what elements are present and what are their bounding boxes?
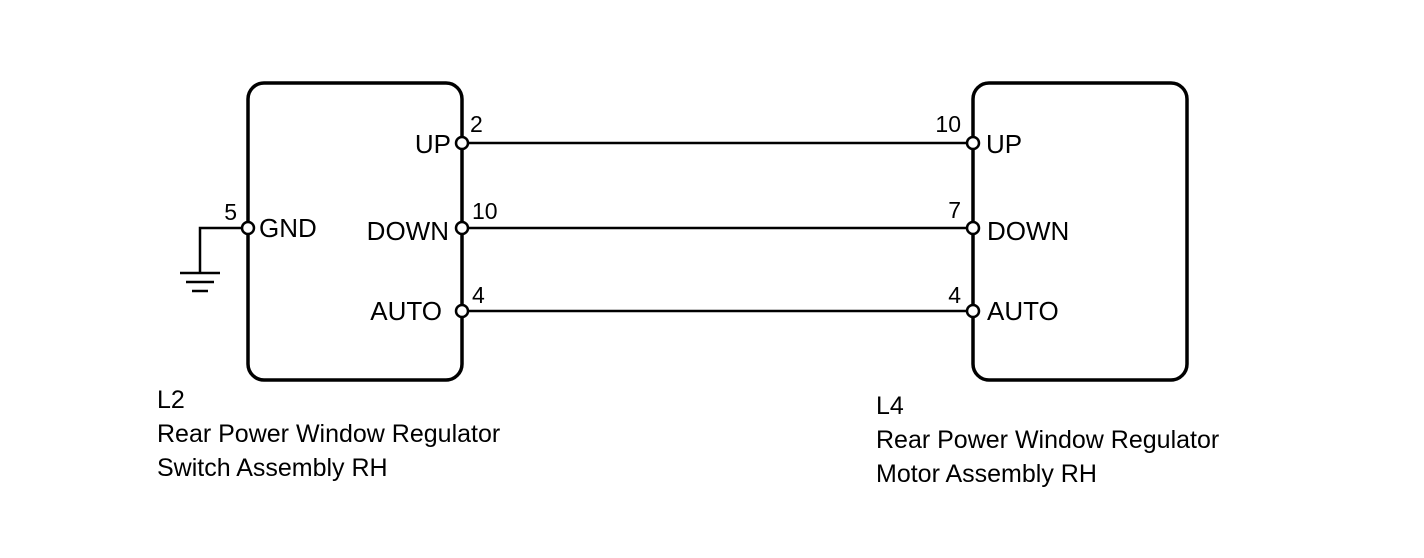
ground-icon bbox=[180, 271, 220, 293]
right-component-ref: L4 bbox=[876, 392, 904, 420]
terminal-left-down bbox=[454, 220, 470, 236]
right-component-name-line1: Rear Power Window Regulator bbox=[876, 426, 1220, 454]
left-down-pin: 10 bbox=[472, 198, 498, 224]
left-component-caption: L2 Rear Power Window Regulator Switch As… bbox=[157, 383, 500, 485]
terminal-right-auto bbox=[965, 303, 981, 319]
left-up-label: UP bbox=[415, 129, 451, 159]
left-component-name-line2: Switch Assembly RH bbox=[157, 454, 388, 482]
terminal-left-auto bbox=[454, 303, 470, 319]
right-auto-pin: 4 bbox=[948, 282, 961, 308]
left-down-label: DOWN bbox=[367, 216, 449, 246]
left-up-pin: 2 bbox=[470, 111, 483, 137]
ground-wire bbox=[198, 226, 242, 272]
left-auto-pin: 4 bbox=[472, 282, 485, 308]
right-down-pin: 7 bbox=[948, 197, 961, 223]
right-component-name-line2: Motor Assembly RH bbox=[876, 460, 1097, 488]
right-up-label: UP bbox=[986, 129, 1022, 159]
terminal-left-gnd bbox=[240, 220, 256, 236]
left-gnd-pin: 5 bbox=[224, 199, 237, 225]
left-gnd-label: GND bbox=[259, 213, 317, 243]
terminal-right-up bbox=[965, 135, 981, 151]
terminal-right-down bbox=[965, 220, 981, 236]
right-up-pin: 10 bbox=[935, 111, 961, 137]
left-auto-label: AUTO bbox=[370, 296, 442, 326]
left-component-ref: L2 bbox=[157, 386, 185, 414]
right-component-caption: L4 Rear Power Window Regulator Motor Ass… bbox=[876, 389, 1219, 491]
right-down-label: DOWN bbox=[987, 216, 1069, 246]
terminal-left-up bbox=[454, 135, 470, 151]
right-auto-label: AUTO bbox=[987, 296, 1059, 326]
left-component-name-line1: Rear Power Window Regulator bbox=[157, 420, 501, 448]
